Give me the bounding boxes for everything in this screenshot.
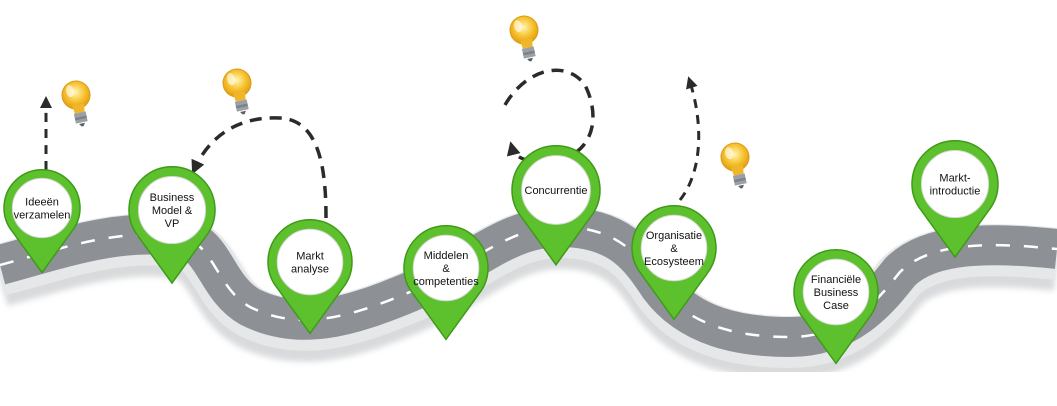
pin-label-line: Organisatie	[646, 230, 702, 242]
pin-label-line: Model &	[152, 205, 193, 217]
dashed-arrows	[40, 68, 701, 219]
pin-inner-circle	[276, 228, 344, 296]
pin-label-line: competenties	[413, 276, 479, 288]
pin-label-line: verzamelen	[14, 210, 71, 222]
pin-inner-circle	[521, 155, 591, 225]
pin-concurrentie: Concurrentie	[511, 144, 601, 267]
pin-label-line: Markt-	[939, 173, 971, 185]
pin-label-line: Ecosysteem	[644, 256, 704, 268]
pin-inner-circle	[11, 177, 73, 239]
pin-markt-introductie: Markt-introductie	[911, 140, 999, 259]
pin-label-line: introductie	[930, 186, 981, 198]
pin-label-line: VP	[165, 218, 180, 230]
pin-label-line: Financiële	[811, 274, 861, 286]
pin-inner-circle	[137, 175, 207, 245]
pin-inner-circle	[802, 258, 870, 326]
pin-inner-circle	[412, 234, 480, 302]
pin-organisatie: Organisatie&Ecosysteem	[631, 205, 717, 321]
pin-middelen: Middelen&competenties	[403, 225, 489, 341]
lightbulbs	[61, 15, 750, 189]
arrow-organisatie	[678, 76, 701, 201]
pin-label-line: Case	[823, 300, 849, 312]
pin-label-line: Ideeën	[25, 197, 59, 209]
pin-label-line: Markt	[296, 251, 324, 263]
pin-label-line: Business	[814, 287, 859, 299]
lightbulb-icon	[61, 80, 91, 127]
pin-label-line: Middelen	[424, 250, 469, 262]
pin-inner-circle	[920, 149, 990, 219]
pin-inner-circle	[640, 214, 708, 282]
pin-label-line: Concurrentie	[525, 185, 588, 197]
pin-label-line: Business	[150, 192, 195, 204]
arrow-loop-concurrentie	[503, 68, 595, 164]
arrow-markt-to-business	[191, 116, 328, 219]
lightbulb-icon	[720, 142, 750, 189]
lightbulb-icon	[509, 15, 539, 62]
pin-label-line: &	[670, 243, 678, 255]
lightbulb-icon	[222, 68, 252, 115]
pin-label-line: analyse	[291, 264, 329, 276]
pin-label-line: &	[442, 263, 450, 275]
